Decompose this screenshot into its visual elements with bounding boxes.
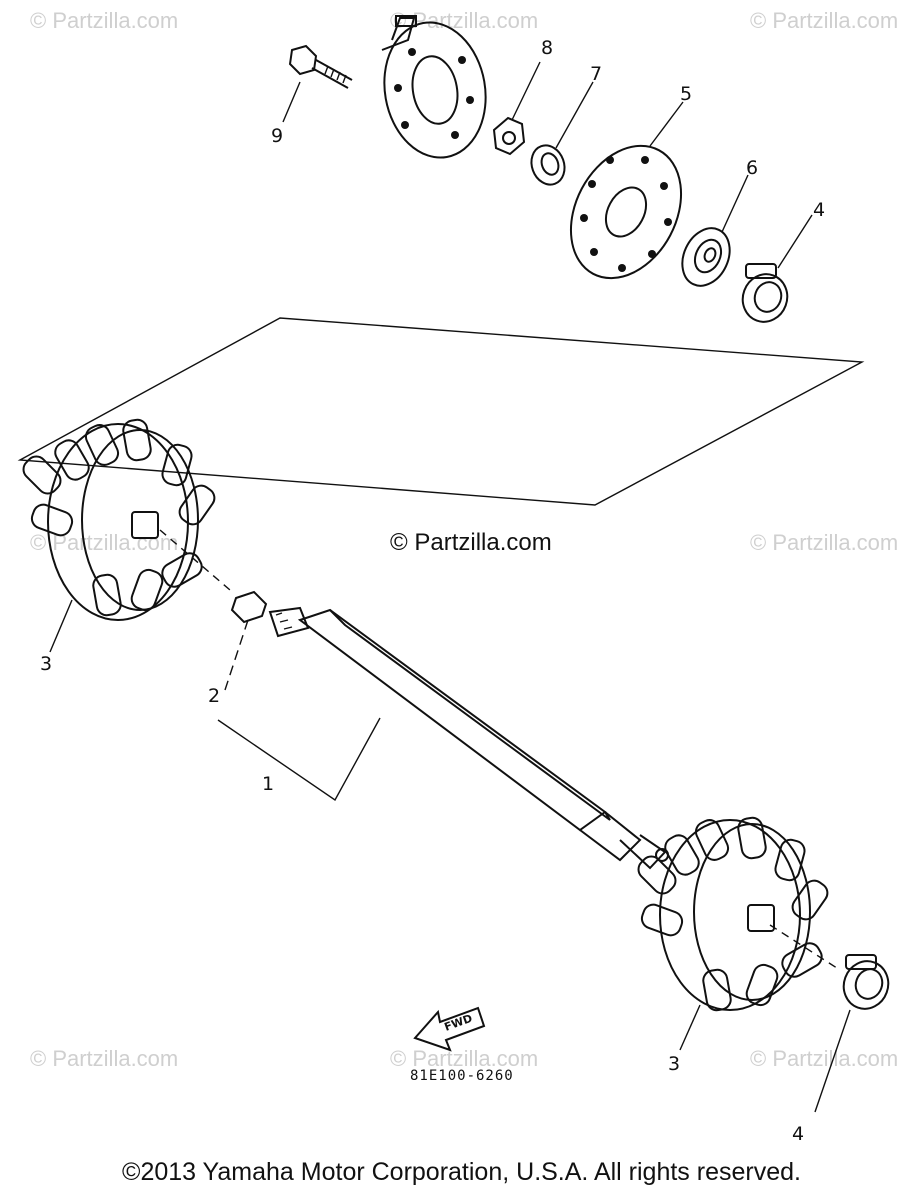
bearing-part-6 — [681, 227, 731, 287]
callout-5: 5 — [680, 83, 692, 105]
forward-arrow-icon — [413, 1006, 486, 1052]
leader-8 — [511, 61, 541, 121]
callout-6: 6 — [746, 157, 758, 179]
leader-9 — [282, 81, 301, 123]
watermark-bot-left: © Partzilla.com — [30, 1046, 178, 1071]
watermark-mid-center: © Partzilla.com — [390, 529, 552, 556]
leader-3-left — [49, 599, 73, 653]
drive-shaft-part-1 — [268, 606, 669, 870]
bearing-housing-plate — [381, 15, 487, 159]
leader-2 — [224, 619, 249, 691]
callout-7: 7 — [590, 63, 602, 85]
assembly-outline — [17, 317, 865, 506]
leader-6 — [721, 174, 749, 233]
callout-2: 2 — [208, 685, 220, 707]
sprocket-left-part-3 — [22, 418, 216, 621]
sprocket-right-part-3 — [637, 816, 829, 1012]
copyright-footer: ©2013 Yamaha Motor Corporation, U.S.A. A… — [122, 1158, 801, 1186]
leader-1 — [217, 717, 381, 802]
leader-3-right — [679, 1004, 701, 1051]
bolt-part-9 — [288, 44, 353, 89]
leader-4-top — [777, 214, 813, 269]
callout-3-right: 3 — [668, 1053, 680, 1075]
callout-1: 1 — [262, 773, 274, 795]
callout-4-bottom: 4 — [792, 1123, 804, 1145]
pin-part-2 — [230, 590, 268, 624]
nut-part-8 — [492, 116, 526, 156]
callout-8: 8 — [541, 37, 553, 59]
callout-9: 9 — [271, 125, 283, 147]
watermark-top-right: © Partzilla.com — [750, 8, 898, 33]
seal-part-7 — [530, 144, 566, 186]
leader-5 — [649, 101, 684, 147]
watermark-top-center: © Partzilla.com — [390, 8, 538, 33]
drawing-code: 81E100-6260 — [410, 1068, 514, 1084]
flange-plate-part-5 — [569, 144, 683, 280]
watermark-bot-right: © Partzilla.com — [750, 1046, 898, 1071]
leader-4-bottom — [814, 1009, 851, 1113]
callout-4-top: 4 — [813, 199, 825, 221]
watermark-mid-right: © Partzilla.com — [750, 530, 898, 555]
callout-3-left: 3 — [40, 653, 52, 675]
watermark-bot-center: © Partzilla.com — [390, 1046, 538, 1071]
watermark-top-left: © Partzilla.com — [30, 8, 178, 33]
leader-7 — [555, 81, 594, 149]
clamp-part-4-bottom — [842, 954, 890, 1010]
clamp-part-4-top — [741, 263, 789, 323]
axis-line-left — [159, 529, 231, 591]
